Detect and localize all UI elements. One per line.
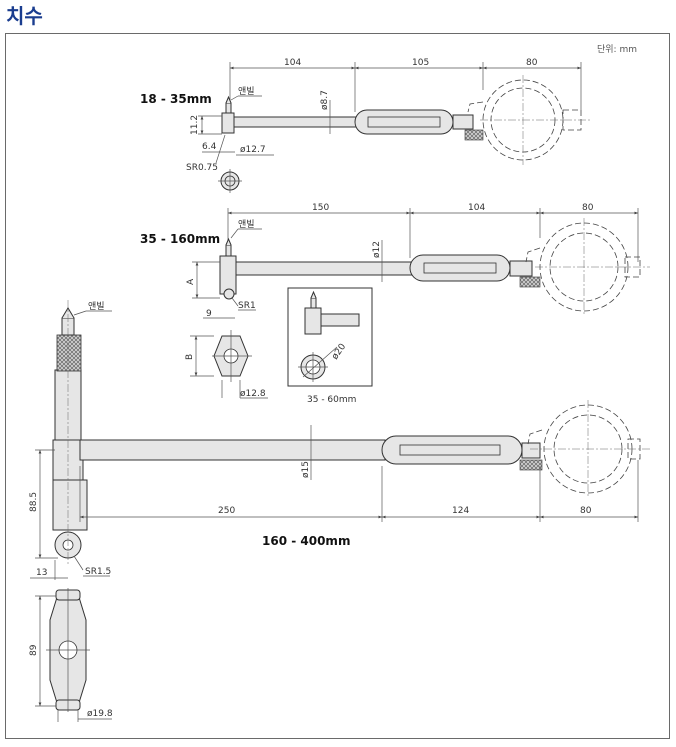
unit-label: 단위: mm — [597, 44, 637, 55]
m3-rod-dia: ø15 — [301, 461, 311, 478]
m3-anvil-label: 앤빌 — [88, 301, 105, 312]
m1-dim-80: 80 — [526, 58, 538, 68]
m2-rod-dia: ø12 — [372, 241, 382, 258]
m1-dim-11-2: 11.2 — [190, 115, 200, 135]
m1-rod-dia: ø8.7 — [320, 90, 330, 110]
m2-dim-9: 9 — [206, 309, 212, 319]
m2-dim-a: A — [186, 278, 196, 285]
model3-range: 160 - 400mm — [262, 534, 350, 548]
m1-dim-6-4: 6.4 — [202, 142, 217, 152]
model2-range: 35 - 160mm — [140, 232, 220, 246]
model-35-160: 35 - 160mm 150 104 80 ø12 앤빌 — [140, 203, 650, 405]
model1-range: 18 - 35mm — [140, 92, 212, 106]
m3-dim-80: 80 — [580, 506, 592, 516]
m2-dim-80: 80 — [582, 203, 594, 213]
m1-head-dia: ø12.7 — [240, 145, 266, 155]
m3-dim-250: 250 — [218, 506, 235, 516]
m1-dim-105: 105 — [412, 58, 429, 68]
m3-sr: SR1.5 — [85, 567, 111, 577]
page-title: 치수 — [6, 4, 43, 28]
model-160-400: 160 - 400mm 앤빌 ø15 — [29, 300, 650, 722]
m1-anvil-label: 앤빌 — [238, 86, 255, 97]
m2-dim-b: B — [185, 354, 195, 360]
inset-caption: 35 - 60mm — [307, 395, 356, 405]
m1-dim-104: 104 — [284, 58, 301, 68]
m2-dim-104: 104 — [468, 203, 485, 213]
m2-dim-150: 150 — [312, 203, 329, 213]
m3-dia-19-8: ø19.8 — [87, 709, 113, 719]
m2-sr: SR1 — [238, 301, 256, 311]
m2-head-dia: ø12.8 — [240, 389, 266, 399]
inset-box — [287, 287, 373, 387]
m1-sr: SR0.75 — [186, 163, 218, 173]
m3-dim-89: 89 — [29, 644, 39, 656]
m3-dim-124: 124 — [452, 506, 469, 516]
m3-dim-13: 13 — [36, 568, 47, 578]
model-18-35: 18 - 35mm 104 105 80 ø8.7 — [140, 58, 590, 193]
m2-anvil-label: 앤빌 — [238, 219, 255, 230]
m3-dim-88-5: 88.5 — [29, 492, 39, 512]
